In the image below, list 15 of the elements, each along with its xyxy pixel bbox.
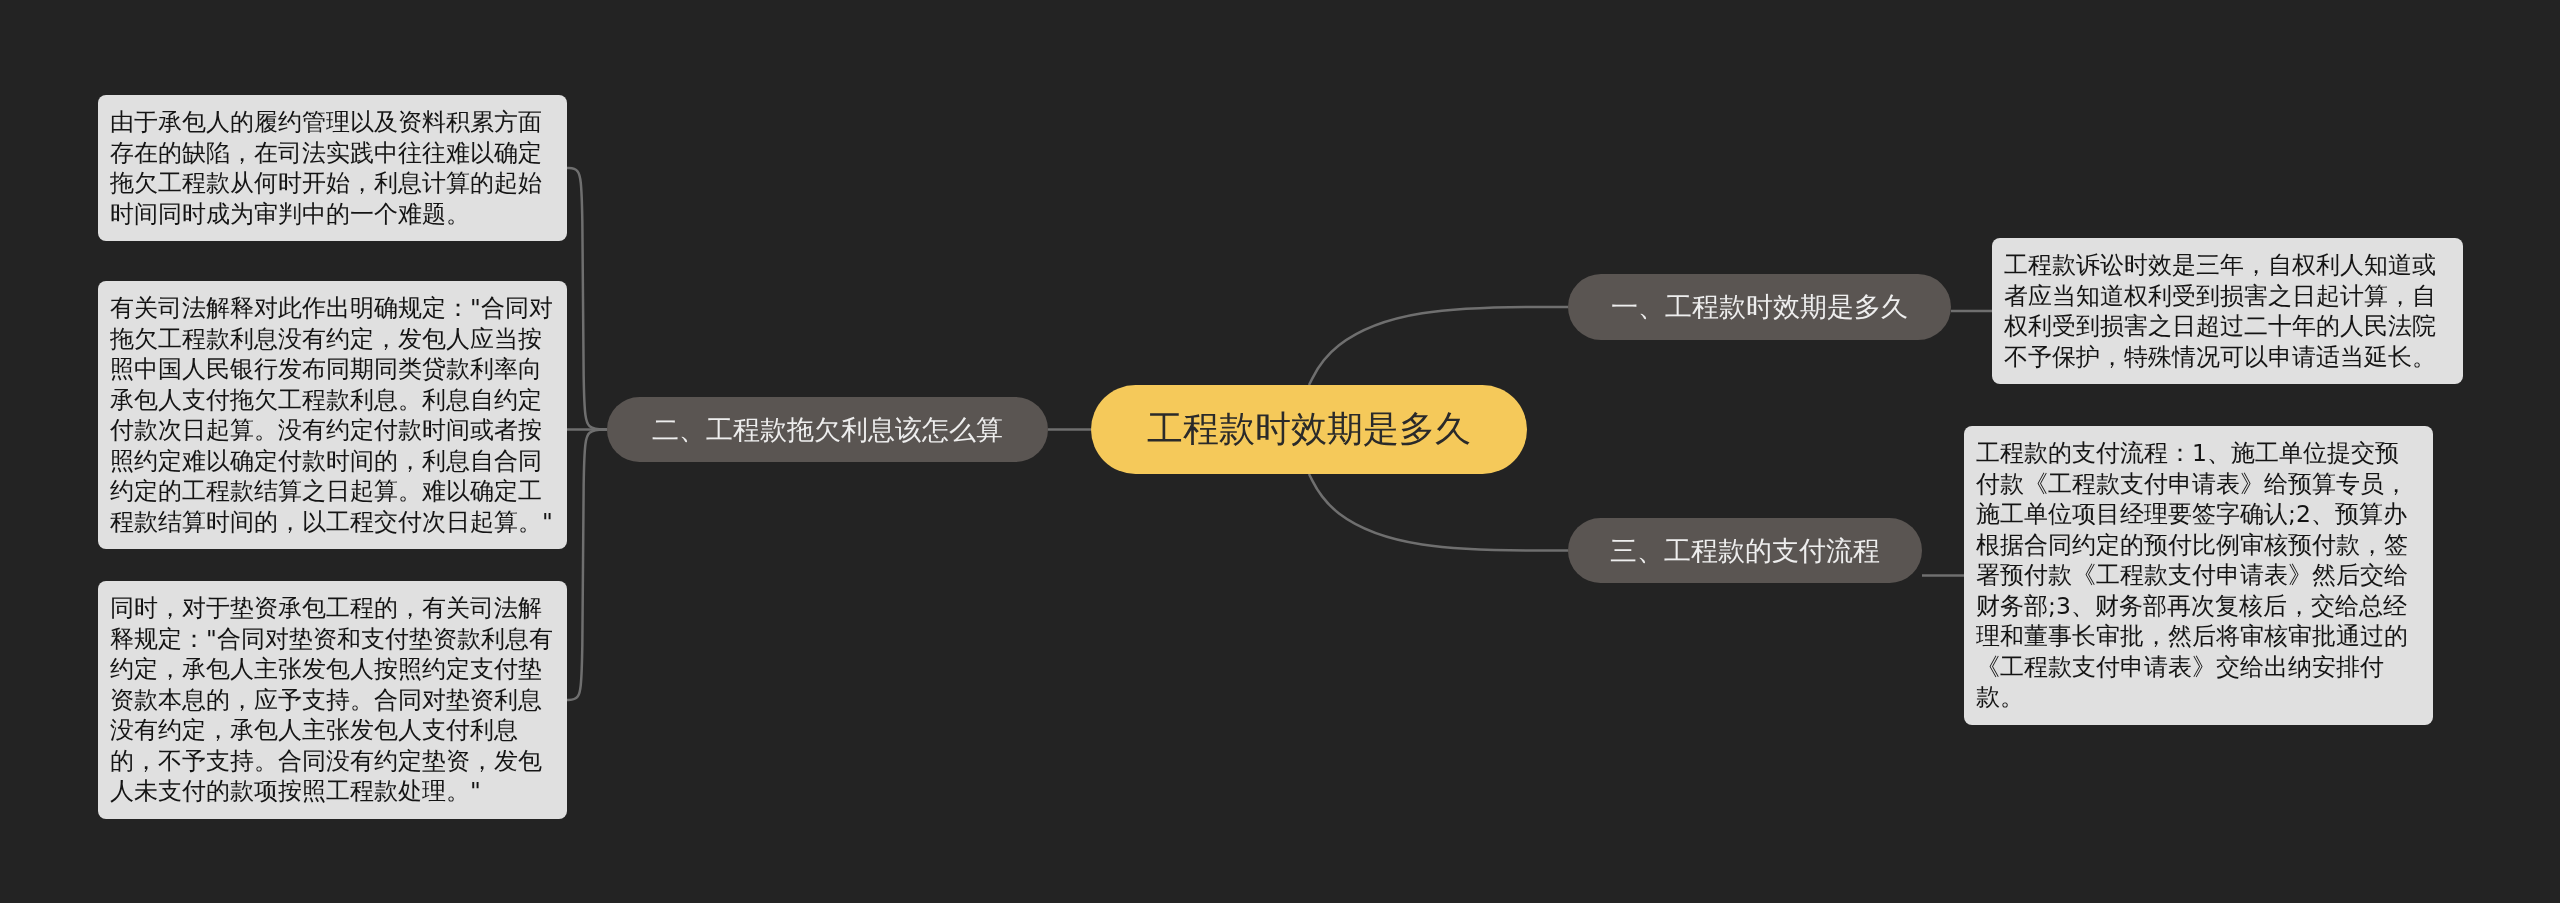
central-topic: 工程款时效期是多久 xyxy=(1091,385,1527,474)
detail-card: 工程款的支付流程：1、施工单位提交预付款《工程款支付申请表》给预算专员，施工单位项目经理要签字确认;2、预算办根据合同约定的预付比例审核预付款，签署预付款《工程款支付申请表》然后交给财务部;3、财务部再次复核后，交给总经理和董事长审批，然后将审核审批通过的《工程款支付申请表》交给出纳安排付款。 xyxy=(1964,426,2433,725)
connector-line xyxy=(567,428,607,702)
connector-line xyxy=(1951,309,1992,313)
detail-card: 由于承包人的履约管理以及资料积累方面存在的缺陷，在司法实践中往往难以确定拖欠工程款从何时开始，利息计算的起始时间同时成为审判中的一个难题。 xyxy=(98,95,567,242)
detail-card: 同时，对于垫资承包工程的，有关司法解释规定："合同对垫资和支付垫资款利息有约定，承包人主张发包人按照约定支付垫资款本息的，应予支持。合同对垫资利息没有约定，承包人主张发包人支付利息的，不予支持。合同没有约定垫资，发包人未支付的款项按照工程款处理。" xyxy=(98,581,567,819)
branch-topic: 三、工程款的支付流程 xyxy=(1568,518,1922,583)
connector-line xyxy=(1922,574,1964,577)
connector-line xyxy=(1307,473,1568,552)
connector-line xyxy=(1048,428,1091,431)
connector-line xyxy=(1307,305,1568,386)
detail-card: 有关司法解释对此作出明确规定："合同对拖欠工程款利息没有约定，发包人应当按照中国人民银行发布同期同类贷款利率向承包人支付拖欠工程款利息。利息自约定付款次日起算。没有约定付款时间或者按照约定难以确定付款时间的，利息自合同约定的工程款结算之日起算。难以确定工程款结算时间的，以工程交付次日起算。" xyxy=(98,281,567,550)
branch-topic: 一、工程款时效期是多久 xyxy=(1568,274,1951,340)
branch-topic: 二、工程款拖欠利息该怎么算 xyxy=(607,397,1048,462)
detail-card: 工程款诉讼时效是三年，自权利人知道或者应当知道权利受到损害之日起计算，自权利受到损害之日超过二十年的人民法院不予保护，特殊情况可以申请适当延长。 xyxy=(1992,238,2463,385)
